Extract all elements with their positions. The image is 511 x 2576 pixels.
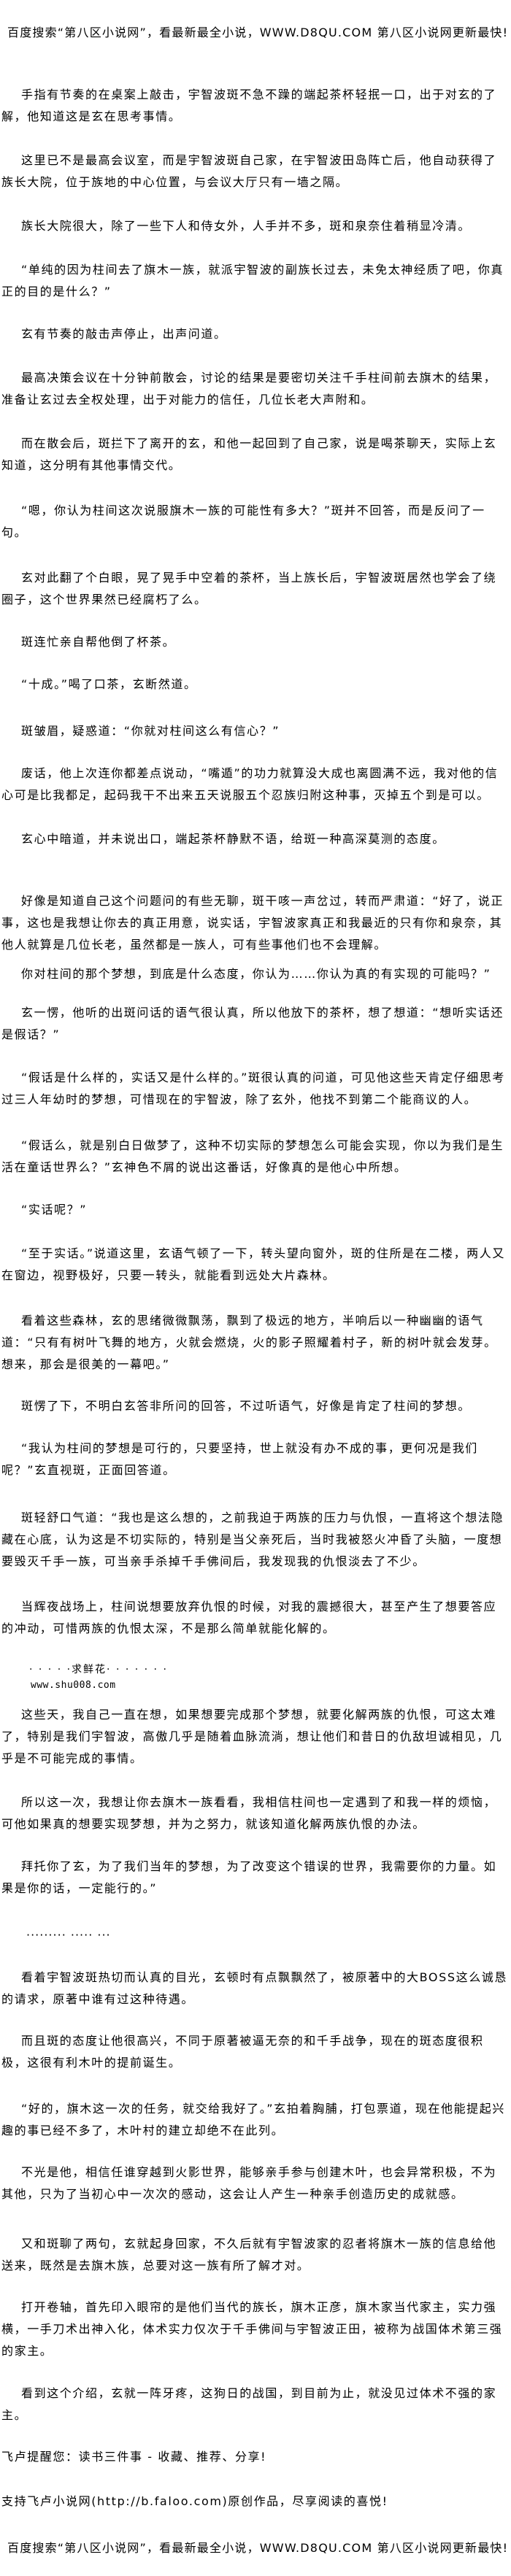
paragraph: 这些天，我自己一直在想，如果想要完成那个梦想，就要化解两族的仇恨，可这太难了，特…	[1, 1708, 503, 1765]
footer-support-link[interactable]: 支持飞卢小说网(http://b.faloo.com)原创作品，尽享阅读的喜悦!	[1, 2494, 388, 2508]
paragraph: 所以这一次，我想让你去旗木一族看看，我相信柱间也一定遇到了和我一样的烦恼，可他如…	[1, 1795, 497, 1831]
paragraph: 斑连忙亲自帮他倒了杯茶。	[21, 635, 176, 649]
paragraph: “好的，旗木这一次的任务，就交给我好了。”玄拍着胸脯，打包票道，现在他能提起兴趣…	[1, 2102, 505, 2137]
paragraph: “嗯，你认为柱间这次说服旗木一族的可能性有多大？”斑并不回答，而是反问了一句。	[1, 504, 485, 539]
footer-reminder: 飞卢提醒您：读书三件事 - 收藏、推荐、分享!	[1, 2450, 267, 2464]
site-banner-top: 百度搜索“第八区小说网”，看最新最全小说，WWW.D8QU.COM 第八区小说网…	[7, 26, 509, 39]
paragraph: 最高决策会议在十分钟前散会，讨论的结果是要密切关注千手柱间前去旗木的结果，准备让…	[1, 371, 497, 406]
paragraph: “假话么，就是别白日做梦了，这种不切实际的梦想怎么可能会实现，你以为我们是生活在…	[1, 1138, 504, 1174]
paragraph: 废话，他上次连你都差点说动，“嘴遁”的功力就算没大成也离圆满不远，我对他的信心可…	[1, 766, 499, 802]
paragraph: 你对柱间的那个梦想，到底是什么态度，你认为……你认为真的有实现的可能吗？”	[21, 967, 491, 981]
paragraph: 当辉夜战场上，柱间说想要放弃仇恨的时候，对我的震撼很大，甚至产生了想要答应的冲动…	[1, 1600, 497, 1635]
paragraph: 族长大院很大，除了一些下人和侍女外，人手并不多，斑和泉奈住着稍显冷清。	[21, 219, 472, 233]
paragraph: “至于实话。”说道这里，玄语气顿了一下，转头望向窗外，斑的住所是在二楼，两人又在…	[1, 1246, 505, 1282]
paragraph: “单纯的因为柱间去了旗木一族，就派宇智波的副族长过去，未免太神经质了吧，你真正的…	[1, 263, 504, 298]
site-banner-bottom: 百度搜索“第八区小说网”，看最新最全小说，WWW.D8QU.COM 第八区小说网…	[7, 2541, 509, 2555]
paragraph: 看着宇智波斑热切而认真的目光，玄顿时有点飘飘然了，被原著中的大BOSS这么诚恳的…	[1, 1970, 508, 2006]
ad-flower-request: · · · · ·求鲜花· · · · · · ·	[29, 1664, 168, 1675]
paragraph: 拜托你了玄，为了我们当年的梦想，为了改变这个错误的世界，我需要你的力量。如果是你…	[1, 1859, 497, 1895]
paragraph: 斑轻舒口气道：“我也是这么想的，之前我迫于两族的压力与仇恨，一直将这个想法隐藏在…	[1, 1511, 504, 1568]
paragraph: 看到这个介绍，玄就一阵牙疼，这狗日的战国，到目前为止，就没见过体术不强的家主。	[1, 2386, 497, 2422]
paragraph: 玄对此翻了个白眼，晃了晃手中空着的茶杯，当上族长后，宇智波斑居然也学会了绕圈子，…	[1, 571, 497, 606]
paragraph: 而在散会后，斑拦下了离开的玄，和他一起回到了自己家，说是喝茶聊天，实际上玄知道，…	[1, 436, 497, 472]
paragraph: 又和斑聊了两句，玄就起身回家，不久后就有宇智波家的忍者将旗木一族的信息给他送来，…	[1, 2237, 497, 2272]
paragraph: 而且斑的态度让他很高兴，不同于原著被逼无奈的和千手战争，现在的斑态度很积极，这很…	[1, 2034, 484, 2070]
paragraph: “我认为柱间的梦想是可行的，只要坚持，世上就没有办不成的事，更何况是我们呢？”玄…	[1, 1441, 478, 1477]
paragraph: 玄一愣，他听的出斑问话的语气很认真，所以他放下的茶杯，想了想道：“想听实话还是假…	[1, 1006, 504, 1041]
paragraph: 看着这些森林，玄的思绪微微飘荡，飘到了极远的地方，半响后以一种幽幽的语气道：“只…	[1, 1314, 497, 1371]
paragraph: 手指有节奏的在桌案上敲击，宇智波斑不急不躁的端起茶杯轻抿一口，出于对玄的了解，他…	[1, 88, 497, 123]
ad-link[interactable]: www.shu008.com	[31, 1680, 116, 1691]
paragraph: 斑皱眉，疑惑道：“你就对柱间这么有信心？”	[21, 724, 280, 738]
paragraph: 斑愣了下，不明白玄答非所问的回答，不过听语气，好像是肯定了柱间的梦想。	[21, 1399, 472, 1413]
paragraph: 玄有节奏的敲击声停止，出声问道。	[21, 327, 227, 341]
paragraph: 玄心中暗道，并未说出口，端起茶杯静默不语，给斑一种高深莫测的态度。	[21, 832, 445, 846]
paragraph: 打开卷轴，首先印入眼帘的是他们当代的族长，旗木正彦，旗木家当代家主，实力强横，一…	[1, 2300, 503, 2358]
section-separator: ········· ····· ···	[26, 1928, 111, 1942]
paragraph: 这里已不是最高会议室，而是宇智波斑自己家，在宇智波田岛阵亡后，他自动获得了族长大…	[1, 153, 497, 189]
paragraph: 好像是知道自己这个问题问的有些无聊，斑干咳一声岔过，转而严肃道：“好了，说正事，…	[1, 894, 504, 952]
paragraph: 不光是他，相信任谁穿越到火影世界，能够亲手参与创建木叶，也会异常积极，不为其他，…	[1, 2165, 497, 2201]
paragraph: “实话呢？”	[21, 1203, 88, 1216]
paragraph: “假话是什么样的，实话又是什么样的。”斑很认真的问道，可见他这些天肯定仔细思考过…	[1, 1071, 505, 1106]
paragraph: “十成。”喝了口茶，玄断然道。	[21, 677, 197, 691]
